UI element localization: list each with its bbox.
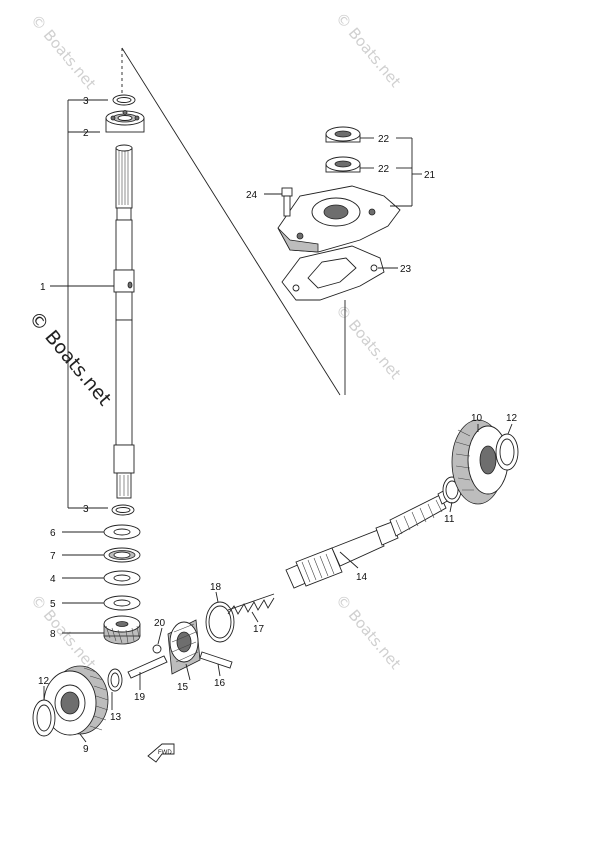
callout-22: 22 xyxy=(378,134,390,145)
callout-6: 6 xyxy=(50,528,56,539)
callout-1: 1 xyxy=(40,282,46,293)
callout-13: 13 xyxy=(110,712,122,723)
callout-17: 17 xyxy=(253,624,265,635)
forward-gear xyxy=(43,665,109,736)
circlip-bottom xyxy=(111,504,135,516)
oil-seal-22-upper xyxy=(325,126,361,143)
gasket-23 xyxy=(281,245,385,301)
watermark: © Boats.net xyxy=(332,9,405,91)
shim-12-left xyxy=(32,699,56,737)
shim-5 xyxy=(103,595,141,611)
callout-20: 20 xyxy=(154,618,166,629)
thrust-bearing-7 xyxy=(103,547,141,563)
callout-3: 3 xyxy=(83,96,89,107)
circlip-top xyxy=(112,94,136,106)
callout-brackets xyxy=(50,99,114,509)
cross-pin-16 xyxy=(199,651,233,669)
callout-18: 18 xyxy=(210,582,222,593)
forward-direction-arrow: FWD xyxy=(147,743,175,763)
callout-24: 24 xyxy=(246,190,258,201)
callout-10: 10 xyxy=(471,413,483,424)
drive-shaft xyxy=(113,144,135,499)
shim-12-right xyxy=(495,433,519,471)
callout-9: 9 xyxy=(83,744,89,755)
callout-2: 2 xyxy=(83,128,89,139)
reverse-gear xyxy=(451,419,509,505)
callout-14: 14 xyxy=(356,572,368,583)
callout-12: 12 xyxy=(38,676,50,687)
callout-16: 16 xyxy=(214,678,226,689)
watermarks: © Boats.net © Boats.net © Boats.net © Bo… xyxy=(24,9,404,673)
callout-labels: 1 2 3 3 4 5 6 7 8 9 10 11 12 12 13 14 15… xyxy=(38,96,518,755)
watermark: © Boats.net xyxy=(27,11,100,93)
watermark: © Boats.net xyxy=(332,591,405,673)
callout-19: 19 xyxy=(134,692,146,703)
lower-leaders xyxy=(43,423,513,743)
callout-11: 11 xyxy=(444,514,455,525)
ball-20 xyxy=(152,644,162,654)
watermark: © Boats.net xyxy=(332,301,405,383)
bearing-top xyxy=(105,110,145,133)
propeller-shaft xyxy=(285,485,457,589)
clutch-dog xyxy=(167,619,201,675)
callout-4: 4 xyxy=(50,574,56,585)
callout-5: 5 xyxy=(50,599,56,610)
thrust-washer-6 xyxy=(103,524,141,540)
upper-right-leaders xyxy=(264,137,422,269)
seal-housing-21 xyxy=(277,185,401,253)
fwd-label: FWD xyxy=(158,750,172,756)
oil-seal-22-lower xyxy=(325,156,361,173)
reference-lines xyxy=(121,47,346,396)
callout-7: 7 xyxy=(50,551,56,562)
pinion-gear xyxy=(103,615,141,645)
ring-18 xyxy=(205,601,235,643)
callout-8: 8 xyxy=(50,629,56,640)
spring-17 xyxy=(227,593,275,615)
stack-leaders xyxy=(62,531,104,634)
callout-22: 22 xyxy=(378,164,390,175)
callout-23: 23 xyxy=(400,264,412,275)
callout-21: 21 xyxy=(424,170,436,181)
callout-15: 15 xyxy=(177,682,189,693)
washer-4 xyxy=(103,570,141,586)
pin-19 xyxy=(127,655,168,679)
bolt-24 xyxy=(281,187,293,217)
callout-12: 12 xyxy=(506,413,518,424)
shim-13 xyxy=(107,668,123,692)
callout-3: 3 xyxy=(83,504,89,515)
watermark-main: © Boats.net xyxy=(24,307,115,410)
